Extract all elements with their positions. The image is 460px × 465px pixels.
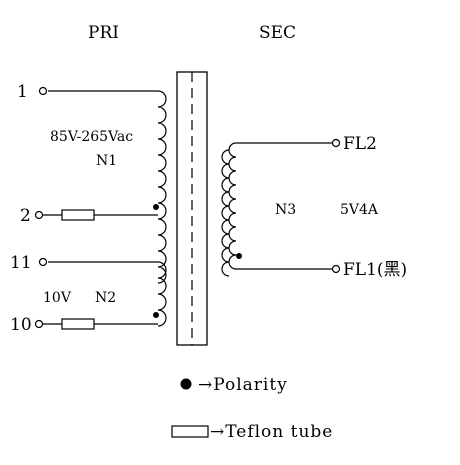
legend: →Polarity →Teflon tube (171, 375, 333, 442)
secondary-winding-n3 (221, 142, 333, 277)
polarity-legend-dot (180, 378, 192, 390)
pin-fl1-terminal (331, 264, 341, 274)
pin-11-terminal (38, 257, 48, 267)
winding-n1-label: N1 (96, 153, 117, 169)
transformer-core (176, 71, 208, 346)
aux-voltage-rating: 10V (43, 290, 72, 306)
pin-1-terminal (38, 86, 48, 96)
teflon-legend-label: →Teflon tube (210, 422, 333, 442)
polarity-dot-n2 (153, 312, 159, 318)
secondary-header: SEC (259, 23, 296, 43)
pin-fl2-terminal (331, 138, 341, 148)
input-voltage-rating: 85V-265Vac (50, 129, 133, 145)
teflon-tube-pin-10 (61, 318, 95, 330)
polarity-dot-n3 (236, 253, 242, 259)
teflon-tube-pin-2 (61, 209, 95, 221)
primary-header: PRI (88, 23, 119, 43)
pin-fl1-label: FL1(黑) (343, 260, 407, 280)
pin-1-label: 1 (17, 82, 28, 102)
pin-fl2-label: FL2 (343, 134, 377, 154)
pin-2-terminal (34, 210, 44, 220)
polarity-dot-n1 (153, 204, 159, 210)
primary-winding-n1 (43, 90, 167, 284)
polarity-legend-label: →Polarity (198, 375, 288, 395)
pin-11-label: 11 (10, 253, 32, 273)
winding-n3-label: N3 (275, 202, 296, 218)
output-rating: 5V4A (340, 202, 379, 218)
winding-n2-label: N2 (95, 290, 116, 306)
auxiliary-winding-n2 (43, 261, 167, 327)
pin-2-label: 2 (20, 206, 31, 226)
teflon-legend-box (171, 425, 209, 438)
pin-10-label: 10 (10, 315, 32, 335)
pin-10-terminal (34, 319, 44, 329)
